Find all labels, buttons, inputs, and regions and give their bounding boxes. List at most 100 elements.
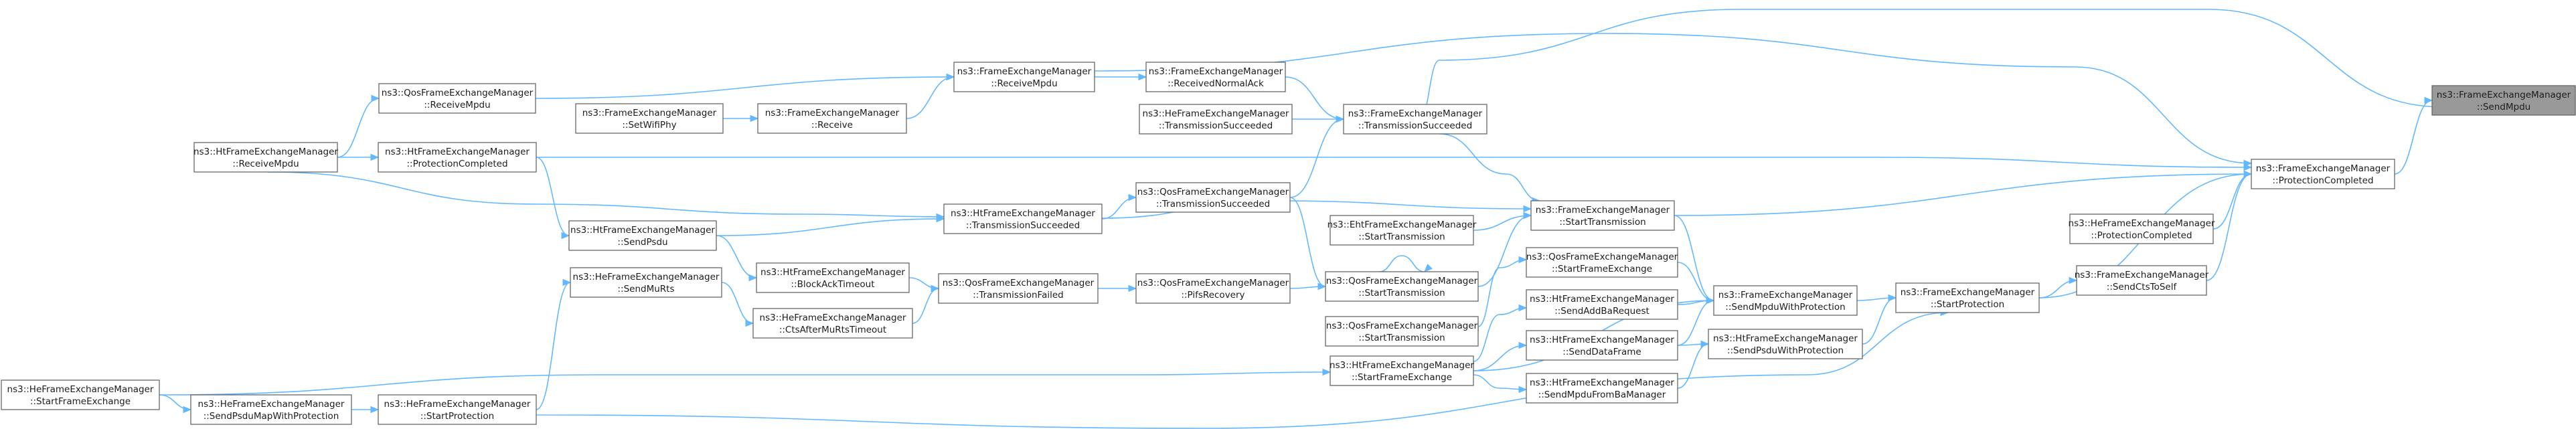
node-qosReceiveMpdu[interactable]: ns3::QosFrameExchangeManager::ReceiveMpd… [378,83,536,114]
node-htSendPsdu[interactable]: ns3::HtFrameExchangeManager::SendPsdu [568,220,717,251]
node-box[interactable] [1530,200,1675,231]
node-box[interactable] [1135,182,1291,213]
function-nodes: ns3::FrameExchangeManager::SendMpduns3::… [1,62,2576,425]
node-box[interactable] [757,103,907,134]
node-box[interactable] [1325,271,1479,302]
node-htSendDataFrame[interactable]: ns3::HtFrameExchangeManager::SendDataFra… [1526,330,1678,361]
node-feTransSucceeded[interactable]: ns3::FrameExchangeManager::TransmissionS… [1343,104,1487,135]
node-heProtCompleted[interactable]: ns3::HeFrameExchangeManager::ProtectionC… [2069,213,2215,244]
node-box[interactable] [1330,355,1474,386]
node-heTransSucceeded[interactable]: ns3::HeFrameExchangeManager::Transmissio… [1139,104,1293,135]
node-class-label: ns3::HtFrameExchangeManager [760,267,905,278]
node-sendMpdu[interactable]: ns3::FrameExchangeManager::SendMpdu [2431,85,2576,116]
node-box[interactable] [575,103,724,134]
node-box[interactable] [378,394,537,425]
node-class-label: ns3::HtFrameExchangeManager [1530,377,1674,388]
node-feReceive[interactable]: ns3::FrameExchangeManager::Receive [757,103,907,134]
node-htReceiveMpdu[interactable]: ns3::HtFrameExchangeManager::ReceiveMpdu [193,142,338,173]
node-htProtCompleted[interactable]: ns3::HtFrameExchangeManager::ProtectionC… [378,142,537,173]
node-method-label: ::SendPsdu [617,237,667,248]
node-box[interactable] [1145,62,1286,92]
node-box[interactable] [1526,373,1678,404]
node-heStartFrameExchange[interactable]: ns3::HeFrameExchangeManager::StartFrameE… [1,379,160,410]
node-box[interactable] [943,203,1103,234]
node-box[interactable] [1526,330,1678,361]
node-box[interactable] [2076,265,2207,296]
call-edge-htReceiveMpdu-to-qosReceiveMpdu [337,94,380,158]
node-sendCtsToSelf[interactable]: ns3::FrameExchangeManager::SendCtsToSelf [2075,265,2209,296]
node-htTransSucceeded[interactable]: ns3::HtFrameExchangeManager::Transmissio… [943,203,1103,234]
node-qosTransSucceeded[interactable]: ns3::QosFrameExchangeManager::Transmissi… [1135,182,1291,213]
call-edge-qosStartTransmission-to-feStartTransmission [1477,211,1532,287]
node-class-label: ns3::QosFrameExchangeManager [1526,252,1678,262]
node-heSendPsduMapWithProt[interactable]: ns3::HeFrameExchangeManager::SendPsduMap… [190,394,352,425]
node-box[interactable] [1,379,160,410]
node-class-label: ns3::EhtFrameExchangeManager [1327,220,1477,230]
node-box[interactable] [2069,213,2214,244]
call-edge-feStartTransmission-to-protCompleted [1674,170,2253,216]
node-box[interactable] [2431,85,2576,116]
node-box[interactable] [1325,316,1479,347]
node-heSendMuRts[interactable]: ns3::HeFrameExchangeManager::SendMuRts [570,267,722,298]
node-class-label: ns3::HtFrameExchangeManager [570,225,715,236]
node-box[interactable] [378,142,537,173]
node-sendMpduWithProt[interactable]: ns3::FrameExchangeManager::SendMpduWithP… [1713,285,1858,316]
node-feStartTransmission[interactable]: ns3::FrameExchangeManager::StartTransmis… [1530,200,1675,231]
node-qosPifsRecovery[interactable]: ns3::QosFrameExchangeManager::PifsRecove… [1135,273,1291,304]
node-heCtsAfterMuRtsTimeout[interactable]: ns3::HeFrameExchangeManager::CtsAfterMuR… [752,308,913,339]
node-htSendPsduWithProt[interactable]: ns3::HtFrameExchangeManager::SendPsduWit… [1708,329,1863,359]
node-class-label: ns3::QosFrameExchangeManager [943,278,1095,288]
node-class-label: ns3::HeFrameExchangeManager [760,313,906,323]
node-box[interactable] [1343,104,1487,135]
node-box[interactable] [938,273,1099,304]
node-box[interactable] [1526,247,1678,278]
node-receivedNormalAck[interactable]: ns3::FrameExchangeManager::ReceivedNorma… [1145,62,1286,92]
node-setWifiPhy[interactable]: ns3::FrameExchangeManager::SetWifiPhy [575,103,724,134]
call-edge-feStartTransmission-to-sendMpduWithProt [1674,215,1715,305]
node-box[interactable] [1713,285,1858,316]
node-htStartFrameExchange[interactable]: ns3::HtFrameExchangeManager::StartFrameE… [1330,355,1474,386]
node-startProtection[interactable]: ns3::FrameExchangeManager::StartProtecti… [1895,282,2040,313]
node-method-label: ::SendDataFrame [1562,347,1641,357]
node-box[interactable] [193,142,338,173]
node-htBlockAckTimeout[interactable]: ns3::HtFrameExchangeManager::BlockAckTim… [756,262,910,293]
node-heStartProtection[interactable]: ns3::HeFrameExchangeManager::StartProtec… [378,394,537,425]
node-protCompleted[interactable]: ns3::FrameExchangeManager::ProtectionCom… [2251,159,2395,189]
node-htSendAddBaRequest[interactable]: ns3::HtFrameExchangeManager::SendAddBaRe… [1526,289,1678,320]
node-qosTransFailed[interactable]: ns3::QosFrameExchangeManager::Transmissi… [938,273,1099,304]
node-box[interactable] [1330,215,1474,246]
node-ehtStartTransmission[interactable]: ns3::EhtFrameExchangeManager::StartTrans… [1327,215,1477,246]
node-box[interactable] [1139,104,1293,135]
node-box[interactable] [378,83,536,114]
node-qosStartTransmission[interactable]: ns3::QosFrameExchangeManager::StartTrans… [1325,271,1479,302]
node-box[interactable] [1526,289,1678,320]
call-edge-heStartFrameExchange-to-htStartFrameExchange [159,368,1332,396]
node-method-label: ::StartFrameExchange [1352,372,1452,383]
node-class-label: ns3::HeFrameExchangeManager [1143,108,1289,119]
call-edge-qosTransFailed-to-qosPifsRecovery [1098,284,1137,292]
call-edge-heStartFrameExchange-to-heSendPsduMapWithProt [159,394,192,414]
node-method-label: ::TransmissionSucceeded [1159,120,1273,131]
node-box[interactable] [953,62,1095,92]
node-box[interactable] [752,308,913,339]
node-qosStartTransmission2[interactable]: ns3::QosFrameExchangeManager::StartTrans… [1325,316,1479,347]
node-box[interactable] [756,262,910,293]
node-box[interactable] [190,394,352,425]
node-box[interactable] [1708,329,1863,359]
node-box[interactable] [568,220,717,251]
node-box[interactable] [1135,273,1291,304]
call-edge-qosTransSucceeded-to-qosStartTransmission [1289,197,1327,290]
node-box[interactable] [1895,282,2040,313]
call-edge-qosTransSucceeded-to-feTransSucceeded [1289,115,1345,198]
node-method-label: ::ReceiveMpdu [232,159,299,169]
node-htSendMpduFromBaManager[interactable]: ns3::HtFrameExchangeManager::SendMpduFro… [1526,373,1678,404]
node-box[interactable] [570,267,722,298]
node-class-label: ns3::FrameExchangeManager [2256,163,2391,174]
node-method-label: ::ReceiveMpdu [424,100,490,110]
call-edge-htTransSucceeded-to-qosTransSucceeded [1101,193,1137,220]
node-qosStartFrameExchange[interactable]: ns3::QosFrameExchangeManager::StartFrame… [1526,247,1678,278]
node-box[interactable] [2251,159,2395,189]
node-feReceiveMpdu[interactable]: ns3::FrameExchangeManager::ReceiveMpdu [953,62,1095,92]
node-class-label: ns3::HtFrameExchangeManager [1530,335,1674,345]
